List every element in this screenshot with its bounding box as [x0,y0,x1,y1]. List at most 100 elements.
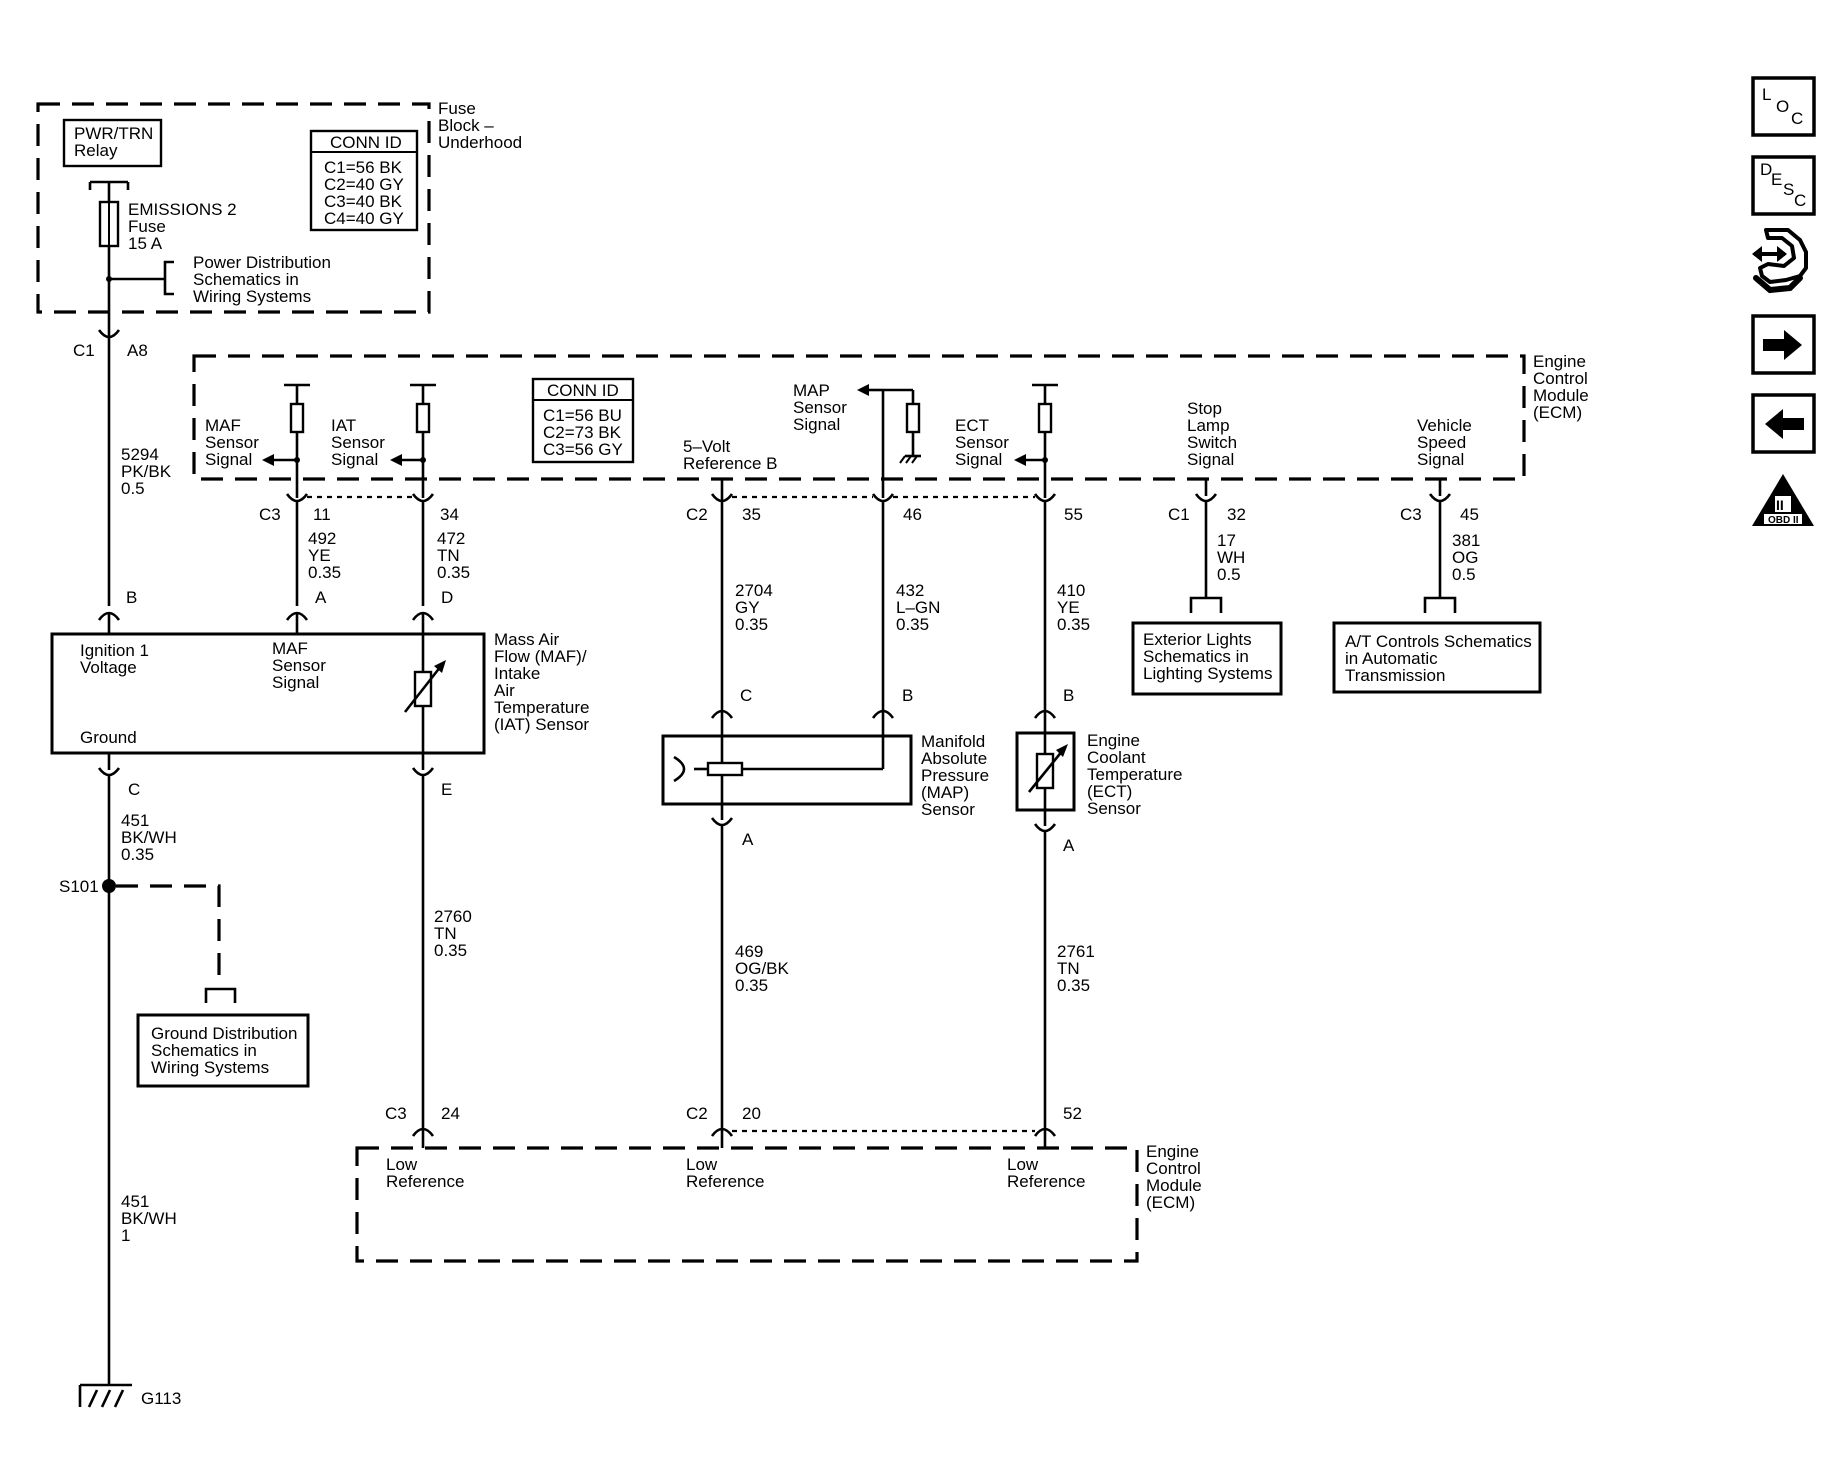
ecm-bottom-outline [355,1146,1139,1263]
ecm-bottom-connectors [411,1127,1057,1148]
svg-text:0.5: 0.5 [1452,565,1476,584]
maf-internal-label-3: Signal [272,673,319,692]
at-ref-line2: in Automatic [1345,649,1438,668]
locator-view-button[interactable]: L O C [1751,76,1816,137]
svg-text:Low: Low [1007,1155,1039,1174]
svg-text:Vehicle: Vehicle [1417,416,1472,435]
next-page-button[interactable] [1751,314,1816,375]
svg-text:11: 11 [313,505,331,524]
svg-text:Reference: Reference [386,1172,464,1191]
svg-text:2704: 2704 [735,581,773,600]
svg-text:Signal: Signal [955,450,1002,469]
ecm-top-label: Engine Control Module (ECM) [1533,352,1589,422]
fuse-block-label: Fuse Block – Underhood [438,99,522,152]
wire-2760-label: 2760 TN 0.35 [434,907,472,960]
pin-a8-label: A8 [127,341,148,360]
splice-dashed-branch [116,884,221,975]
svg-text:472: 472 [437,529,465,548]
previous-page-button[interactable] [1751,393,1816,454]
svg-text:Temperature: Temperature [494,698,589,717]
exterior-ref-line3: Lighting Systems [1143,664,1272,683]
svg-text:492: 492 [308,529,336,548]
bracket-exterior-lights [1189,596,1223,613]
svg-text:Schematics in: Schematics in [193,270,299,289]
at-controls-ref-box[interactable] [1332,621,1542,694]
svg-text:432: 432 [896,581,924,600]
desc-letter-c: C [1794,191,1806,210]
bracket-power-dist [163,260,174,296]
map-pin-c: C [740,686,752,705]
svg-text:C1=56 BU: C1=56 BU [543,406,622,425]
ect-pin-b: B [1063,686,1074,705]
svg-text:Temperature: Temperature [1087,765,1182,784]
ground-g113-label: G113 [141,1389,181,1408]
wire-451a-label: 451 BK/WH 0.35 [121,811,177,864]
exterior-lights-ref-box[interactable] [1131,621,1283,696]
svg-text:C2=40 GY: C2=40 GY [324,175,404,194]
svg-text:451: 451 [121,1192,149,1211]
bracket-at-controls [1423,596,1457,613]
svg-text:WH: WH [1217,548,1245,567]
splice-s101 [102,879,116,893]
maf-iat-sensor-body [50,632,486,755]
svg-text:Sensor: Sensor [921,800,975,819]
svg-text:52: 52 [1063,1104,1082,1123]
svg-text:BK/WH: BK/WH [121,828,177,847]
map-signal-ecm-label: MAP Sensor Signal [793,381,847,434]
svg-text:BK/WH: BK/WH [121,1209,177,1228]
ignition-voltage-label-2: Voltage [80,658,137,677]
ecm-bottom-label: Engine Control Module (ECM) [1146,1142,1202,1212]
svg-text:Wiring Systems: Wiring Systems [193,287,311,306]
power-distribution-ref: Power Distribution Schematics in Wiring … [193,253,331,306]
arrow-left-icon [1765,409,1804,439]
svg-text:Low: Low [386,1155,418,1174]
description-view-button[interactable]: D E S C [1751,155,1816,216]
ecm-bottom-pin-labels: C3 24 C2 20 52 [385,1104,1082,1123]
svg-text:Stop: Stop [1187,399,1222,418]
svg-text:Underhood: Underhood [438,133,522,152]
ect-connector-a [1033,823,1057,833]
iat-signal-ecm-label: IAT Sensor Signal [331,416,385,469]
svg-text:L–GN: L–GN [896,598,940,617]
svg-text:Engine: Engine [1533,352,1586,371]
ground-ref-line1: Ground Distribution [151,1024,297,1043]
stop-lamp-signal-label: Stop Lamp Switch Signal [1187,399,1237,469]
wire-410-label: 410 YE 0.35 [1057,581,1090,634]
svg-text:Power Distribution: Power Distribution [193,253,331,272]
obd-ii-text: OBD II [1768,515,1799,526]
ground-distribution-ref-box[interactable] [136,1013,310,1088]
svg-text:C2: C2 [686,505,708,524]
ecm-top-connectors [285,478,1452,503]
ect-thermistor [1027,712,1068,826]
fuse-label: EMISSIONS 2 Fuse 15 A [128,200,237,253]
svg-text:Low: Low [686,1155,718,1174]
maf-internal-label-2: Sensor [272,656,326,675]
svg-text:C1=56 BK: C1=56 BK [324,158,403,177]
obd-ii-button[interactable]: II OBD II [1752,474,1814,526]
svg-text:Reference B: Reference B [683,454,778,473]
svg-text:OG: OG [1452,548,1478,567]
svg-text:YE: YE [308,546,331,565]
svg-text:IAT: IAT [331,416,356,435]
svg-text:CONN ID: CONN ID [330,133,402,152]
maf-iat-sensor-label: Mass Air Flow (MAF)/ Intake Air Temperat… [494,630,589,734]
svg-text:(ECM): (ECM) [1146,1193,1195,1212]
maf-sensor-bottom-connectors [97,753,435,777]
loc-letter-l: L [1762,85,1771,104]
svg-text:C3: C3 [1400,505,1422,524]
svg-text:17: 17 [1217,531,1236,550]
svg-text:469: 469 [735,942,763,961]
svg-text:Sensor: Sensor [205,433,259,452]
svg-text:20: 20 [742,1104,761,1123]
svg-text:Signal: Signal [1417,450,1464,469]
loc-letter-o: O [1776,97,1789,116]
map-signal-internal [857,384,921,498]
svg-text:1: 1 [121,1226,130,1245]
svg-text:55: 55 [1064,505,1083,524]
svg-text:Module: Module [1146,1176,1202,1195]
svg-text:GY: GY [735,598,760,617]
repair-wrench-icon[interactable] [1752,228,1808,294]
desc-letter-d: D [1760,160,1772,179]
maf-sensor-top-connectors [97,611,435,634]
